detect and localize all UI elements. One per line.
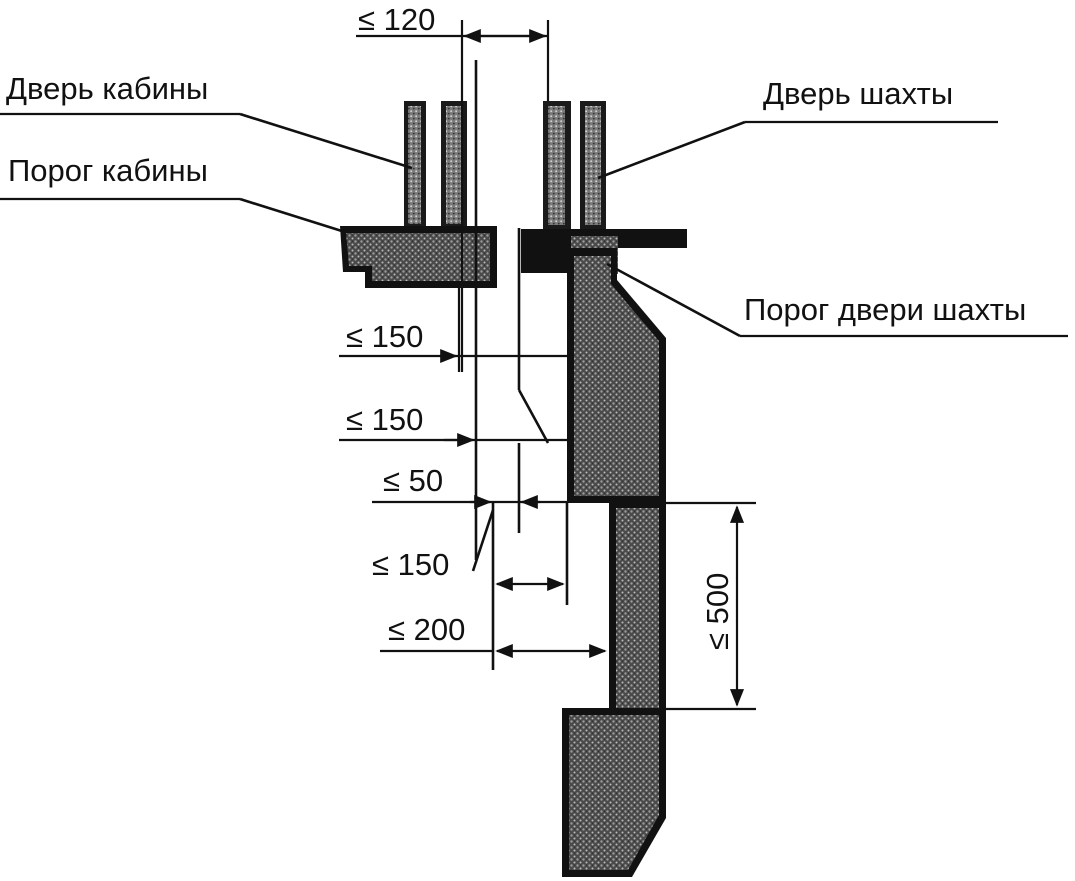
extension-lines [460, 20, 550, 372]
dimension-150-upper: ≤ 150 [339, 319, 570, 364]
dimension-120: ≤ 120 [356, 2, 548, 44]
dimension-200: ≤ 200 [380, 612, 607, 659]
shaft-door-label: Дверь шахты [763, 76, 953, 111]
dimension-150-upper-label: ≤ 150 [346, 319, 423, 354]
car-door [404, 101, 467, 228]
car-door-callout: Дверь кабины [0, 71, 413, 170]
dimension-500: ≤ 500 [666, 501, 756, 711]
dimension-50-label: ≤ 50 [383, 463, 443, 498]
car-apron-lines [457, 60, 569, 670]
shaft-wall [562, 248, 666, 877]
dimension-150-middle-label: ≤ 150 [346, 402, 423, 437]
dimension-120-label: ≤ 120 [358, 2, 435, 37]
dimension-150-middle: ≤ 150 [339, 402, 570, 448]
shaft-door-sill-label: Порог двери шахты [744, 292, 1026, 327]
car-sill-callout: Порог кабины [0, 153, 346, 234]
dimension-150-lower: ≤ 150 [372, 547, 565, 592]
shaft-door-callout: Дверь шахты [597, 76, 998, 180]
car-sill-label: Порог кабины [8, 153, 208, 188]
dimension-200-label: ≤ 200 [388, 612, 465, 647]
dimension-150-lower-label: ≤ 150 [372, 547, 449, 582]
shaft-door [543, 101, 606, 229]
car-sill [340, 226, 497, 288]
car-door-label: Дверь кабины [6, 71, 208, 106]
dimension-50: ≤ 50 [372, 463, 568, 510]
shaft-door-sill-callout: Порог двери шахты [606, 262, 1068, 338]
dimension-500-label: ≤ 500 [700, 573, 735, 650]
